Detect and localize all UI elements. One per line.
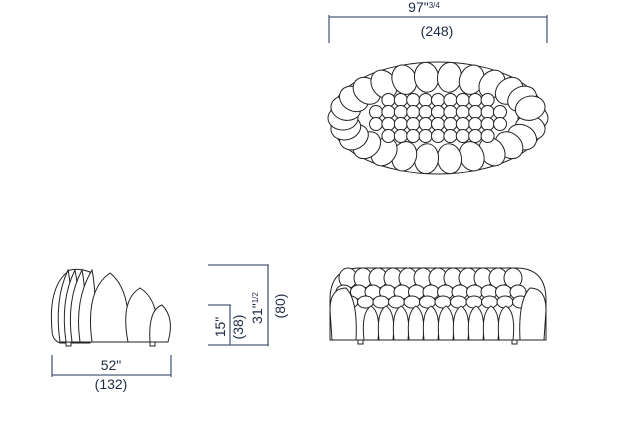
seat-cell: [393, 129, 408, 143]
side-cushion: [149, 304, 171, 343]
seat-bubble: [450, 295, 467, 309]
seat-cell: [431, 129, 445, 143]
depth-dimension-line: [51, 355, 172, 377]
seat-cell: [393, 105, 408, 119]
seat-cell: [468, 117, 483, 131]
seat-height-imperial: 15": [212, 317, 228, 338]
seat-bubble: [403, 295, 421, 309]
seat-cell: [468, 93, 483, 107]
seat-cell: [431, 117, 445, 131]
seat-cell: [480, 117, 495, 131]
seat-cell: [431, 105, 445, 119]
seat-cell: [443, 105, 458, 119]
seat-bubble: [419, 295, 436, 309]
seat-cell: [480, 93, 495, 107]
seat-cell: [406, 93, 421, 107]
seat-bubble: [481, 295, 498, 309]
height-metric: (80): [272, 294, 288, 319]
seat-cell: [381, 117, 396, 131]
height-dimension: 15" (38) 31"1/2 (80): [208, 264, 288, 346]
seat-cell: [480, 105, 495, 119]
seat-cell: [443, 117, 458, 131]
height-dimension-line: [208, 264, 269, 346]
seat-cell: [468, 105, 483, 119]
seat-bubble: [465, 295, 483, 309]
seat-cell: [443, 93, 458, 107]
seat-cell: [418, 117, 433, 131]
sofa-side-view: [50, 268, 171, 347]
seat-cell: [418, 129, 433, 143]
seat-cell: [393, 93, 408, 107]
seat-cell: [455, 105, 470, 119]
seat-bubble: [434, 295, 452, 309]
cushion-bubble: [514, 95, 546, 121]
seat-cell: [369, 117, 383, 131]
seat-cell: [418, 93, 433, 107]
seat-cell: [393, 117, 408, 131]
seat-cell: [455, 117, 470, 131]
width-imperial: 97"3/4: [408, 0, 440, 15]
seat-cell: [468, 129, 483, 143]
sofa-leg: [511, 339, 518, 345]
seat-cell: [369, 105, 383, 119]
seat-cell: [381, 129, 396, 143]
sofa-leg: [149, 341, 156, 347]
width-dimension-line: [328, 15, 548, 43]
seat-cell: [455, 129, 470, 143]
seat-cell: [406, 105, 421, 119]
seat-cell: [493, 117, 507, 131]
width-metric: (248): [421, 23, 454, 39]
sofa-leg: [65, 341, 72, 347]
sofa-front-view: [329, 267, 547, 345]
seat-cell: [406, 129, 421, 143]
depth-dimension: 52" (132): [51, 355, 172, 392]
height-imperial: 31"1/2: [249, 292, 265, 324]
seat-cell: [443, 129, 458, 143]
right-arm: [519, 287, 547, 341]
seat-cell: [493, 105, 507, 119]
seat-cell: [480, 129, 495, 143]
seat-cell: [418, 105, 433, 119]
seat-cell: [406, 117, 421, 131]
seat-cell: [455, 93, 470, 107]
side-cushion: [89, 272, 130, 343]
width-dimension: 97"3/4 (248): [328, 0, 548, 43]
depth-metric: (132): [95, 376, 128, 392]
sofa-leg: [357, 339, 364, 345]
seat-cell: [431, 93, 445, 107]
seat-height-dimension-line: [208, 304, 231, 345]
seat-cell: [381, 105, 396, 119]
sofa-top-view: [327, 61, 549, 175]
seat-cell: [381, 93, 396, 107]
depth-imperial: 52": [101, 357, 122, 373]
seat-height-metric: (38): [230, 315, 246, 340]
front-cushion: [497, 305, 515, 341]
left-arm: [329, 287, 357, 341]
